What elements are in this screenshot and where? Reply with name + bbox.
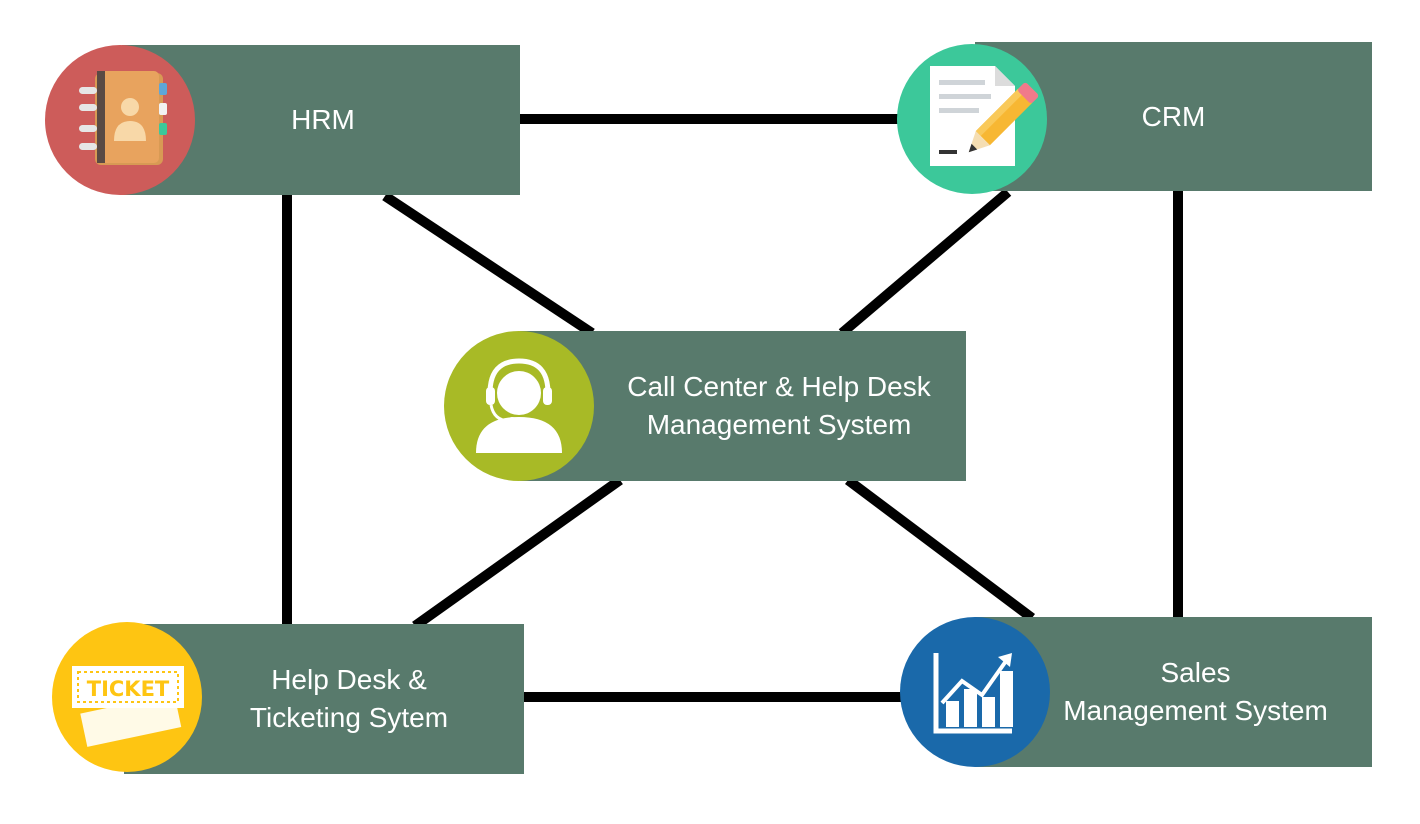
connection-hrm-call-center <box>382 191 595 338</box>
svg-text:TICKET: TICKET <box>87 677 170 701</box>
node-call-center-label-line-2: Management System <box>646 409 912 440</box>
node-call-center-label-line-1: Call Center & Help Desk <box>627 371 931 402</box>
bar-chart-growth-icon <box>900 617 1050 767</box>
node-call-center-box: Call Center & Help Desk Management Syste… <box>520 331 966 481</box>
node-help-desk-label-line-2: Ticketing Sytem <box>249 702 449 733</box>
ticket-icon: TICKET <box>52 622 202 772</box>
node-help-desk-label-line-1: Help Desk & <box>271 664 427 695</box>
connection-crm-call-center <box>838 188 1012 337</box>
connection-call-center-sales <box>845 476 1035 622</box>
node-help-desk-box: Help Desk & Ticketing Sytem <box>124 624 524 774</box>
headset-agent-icon <box>444 331 594 481</box>
node-crm-label: CRM <box>1141 100 1206 132</box>
node-hrm-label: HRM <box>291 104 355 135</box>
node-sales-label-line-2: Management System <box>1063 695 1328 726</box>
document-pencil-icon <box>897 44 1047 194</box>
address-book-icon <box>45 45 195 195</box>
node-sales-label-line-1: Sales <box>1160 657 1231 688</box>
connection-call-center-help-desk <box>412 475 623 631</box>
